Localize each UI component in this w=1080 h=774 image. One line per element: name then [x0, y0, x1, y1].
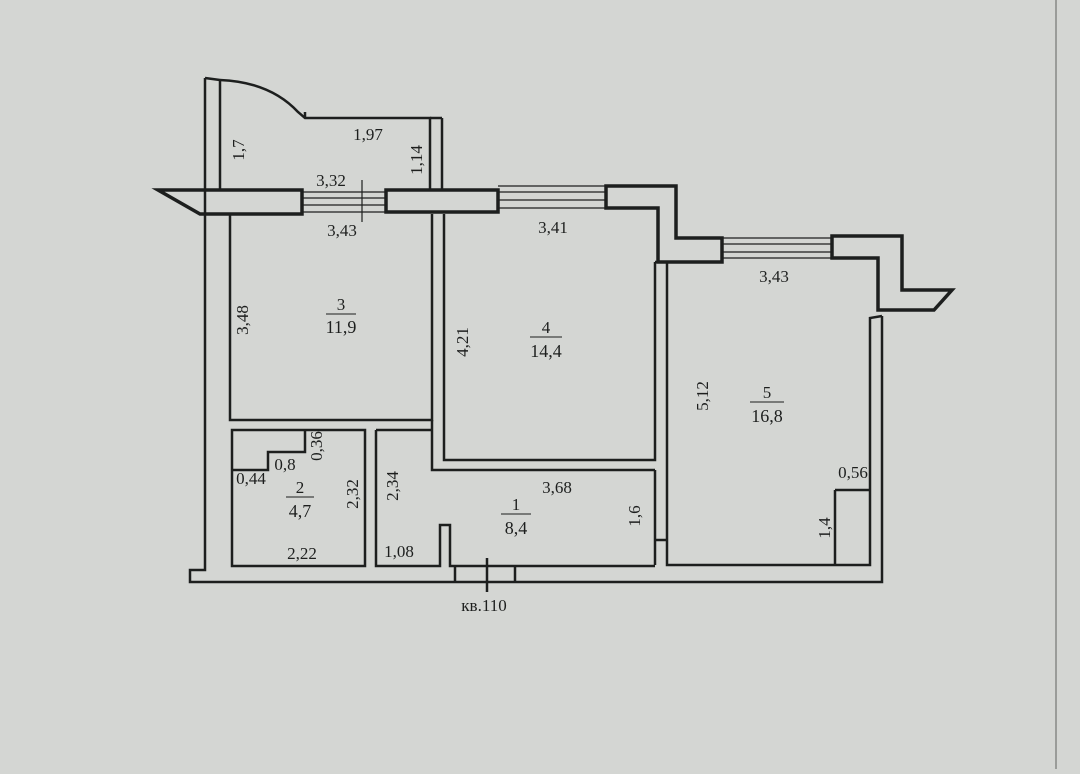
dim-room-2-c: 0,36 — [307, 431, 326, 461]
dim-room-5-width: 3,43 — [759, 267, 789, 286]
dim-room-3-width: 3,43 — [327, 221, 357, 240]
dim-room-3-height: 3,48 — [233, 305, 252, 335]
dim-room-2-a: 0,44 — [236, 469, 266, 488]
dim-hall-width: 3,68 — [542, 478, 572, 497]
room-2-walls — [230, 428, 367, 568]
room-5-area: 16,8 — [751, 406, 783, 426]
room-3-number: 3 — [337, 295, 346, 314]
dim-room-2-b: 0,8 — [274, 455, 295, 474]
dimension-labels: 1,7 1,97 1,14 3,32 3,43 3,48 3,41 4,21 3… — [229, 125, 868, 563]
dim-room-5-height: 5,12 — [693, 381, 712, 411]
dim-window-3: 3,32 — [316, 171, 346, 190]
room-4-walls — [442, 214, 657, 462]
room-1-area: 8,4 — [505, 518, 528, 538]
hall-walls — [374, 430, 655, 568]
room-3-walls — [228, 214, 434, 422]
room-4-area: 14,4 — [530, 341, 562, 361]
room-3-area: 11,9 — [326, 317, 357, 337]
dim-hall-left-height: 2,34 — [383, 471, 402, 501]
room-1-number: 1 — [512, 495, 521, 514]
room-2-number: 2 — [296, 478, 305, 497]
dim-room-5-notch-h: 1,4 — [815, 517, 834, 539]
dim-room-5-notch-w: 0,56 — [838, 463, 868, 482]
room-2-area: 4,7 — [289, 501, 312, 521]
dim-room-4-width: 3,41 — [538, 218, 568, 237]
window-room-3 — [302, 191, 386, 213]
room-4-number: 4 — [542, 318, 551, 337]
window-room-5 — [722, 237, 832, 259]
dim-balcony-side: 1,7 — [229, 139, 248, 161]
room-5-number: 5 — [763, 383, 772, 402]
dim-balcony-depth: 1,14 — [407, 145, 426, 175]
entrance-door — [453, 566, 517, 582]
dim-balcony-length: 1,97 — [353, 125, 383, 144]
facade — [151, 184, 956, 312]
room-5-walls — [665, 262, 883, 567]
windows — [302, 180, 832, 259]
dim-room-4-height: 4,21 — [453, 327, 472, 357]
dim-room-2-height: 2,32 — [343, 479, 362, 509]
apartment-label: кв.110 — [461, 596, 506, 615]
dim-room-2-width: 2,22 — [287, 544, 317, 563]
dim-hall-right-height: 1,6 — [625, 505, 644, 526]
room-labels: 3 11,9 4 14,4 5 16,8 2 4,7 1 8,4 — [286, 295, 784, 538]
window-room-4 — [498, 185, 606, 209]
dim-hall-small-width: 1,08 — [384, 542, 414, 561]
balcony-wall — [219, 78, 432, 190]
walls — [188, 76, 884, 592]
outer-wall-left-bottom — [188, 78, 884, 584]
